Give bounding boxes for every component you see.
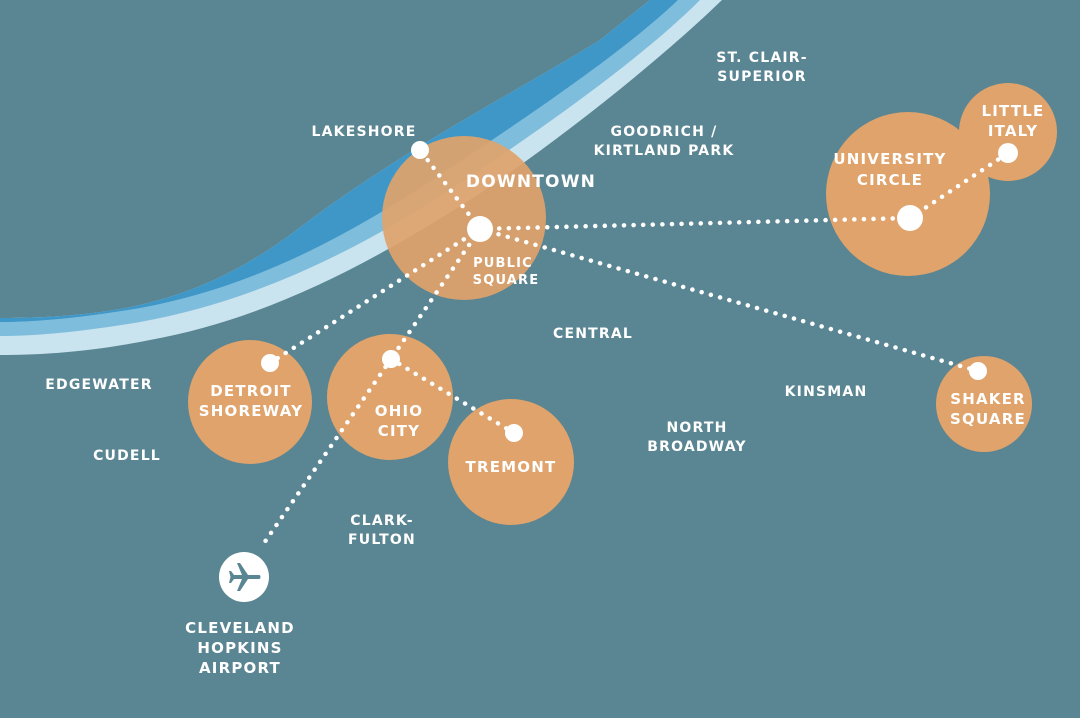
transit-routes [259, 147, 1011, 549]
neighborhood-label-north-broadway-2: BROADWAY [647, 439, 746, 455]
hub-label-downtown: DOWNTOWN [466, 172, 596, 192]
hub-circle-detroit-shoreway [188, 340, 312, 464]
neighborhood-label-st-clair-2: SUPERIOR [717, 69, 807, 85]
stop-ohio-city[interactable] [382, 350, 400, 368]
neighborhood-label-edgewater: EDGEWATER [45, 377, 153, 393]
hub-label-detroit-shoreway-2: SHOREWAY [199, 402, 303, 420]
hub-label-university-circle-1: UNIVERSITY [833, 150, 946, 168]
airport-label-3: AIRPORT [199, 659, 281, 677]
hub-label-tremont: TREMONT [466, 458, 557, 476]
stop-university-circle[interactable] [897, 205, 923, 231]
neighborhood-label-goodrich-2: KIRTLAND PARK [594, 143, 735, 159]
route-detroit-shoreway [267, 226, 483, 366]
airport-label-1: CLEVELAND [185, 619, 295, 637]
hub-circle-tremont [448, 399, 574, 525]
neighborhood-label-cudell: CUDELL [93, 448, 161, 464]
route-little-italy [907, 150, 1011, 221]
hub-label-university-circle-2: CIRCLE [857, 171, 923, 189]
hub-label-ohio-city-2: CITY [378, 422, 420, 440]
neighborhood-labels: LAKESHORE ST. CLAIR- SUPERIOR GOODRICH /… [45, 50, 868, 548]
hub-circle-little-italy [959, 83, 1057, 181]
hub-label-shaker-square-1: SHAKER [950, 390, 1026, 408]
hub-labels: DOWNTOWN PUBLIC SQUARE UNIVERSITY CIRCLE… [199, 102, 1045, 476]
neighborhood-label-goodrich-1: GOODRICH / [611, 124, 718, 140]
hub-label-ohio-city-1: OHIO [375, 402, 423, 420]
lake-erie-shoreline [0, 0, 722, 355]
shore-band-dark [0, 0, 678, 322]
route-lakeshore [417, 147, 483, 232]
stop-tremont[interactable] [505, 424, 523, 442]
hub-label-shaker-square-2: SQUARE [950, 410, 1026, 428]
hub-circles [188, 83, 1057, 525]
neighborhood-label-st-clair-1: ST. CLAIR- [716, 50, 808, 66]
hub-circle-downtown [382, 136, 546, 300]
neighborhood-label-north-broadway-1: NORTH [666, 420, 727, 436]
stop-shaker-square[interactable] [969, 362, 987, 380]
stop-public-square[interactable] [467, 216, 493, 242]
neighborhood-label-kinsman: KINSMAN [785, 384, 868, 400]
neighborhood-label-clark-fulton-1: CLARK- [350, 513, 413, 529]
route-ohio-city [388, 226, 483, 362]
hub-circle-ohio-city [327, 334, 453, 460]
stop-little-italy[interactable] [998, 143, 1018, 163]
neighborhood-label-lakeshore: LAKESHORE [311, 124, 416, 140]
hub-label-public-square-2: SQUARE [473, 273, 540, 288]
stops [261, 141, 1018, 442]
stop-lakeshore[interactable] [411, 141, 429, 159]
hub-label-little-italy-2: ITALY [988, 122, 1038, 140]
hub-label-detroit-shoreway-1: DETROIT [210, 382, 291, 400]
airport-marker[interactable] [219, 552, 269, 602]
hub-circle-shaker-square [936, 356, 1032, 452]
airport-labels: CLEVELAND HOPKINS AIRPORT [185, 619, 295, 677]
route-shaker-square [477, 226, 981, 374]
hub-circle-university-circle [826, 112, 990, 276]
airplane-icon [229, 563, 261, 591]
airport-label-2: HOPKINS [197, 639, 282, 657]
stop-detroit-shoreway[interactable] [261, 354, 279, 372]
hub-label-little-italy-1: LITTLE [982, 102, 1045, 120]
hub-label-public-square-1: PUBLIC [473, 256, 533, 271]
neighborhood-label-central: CENTRAL [553, 326, 633, 342]
neighborhood-label-clark-fulton-2: FULTON [348, 532, 416, 548]
route-airport [259, 356, 394, 549]
